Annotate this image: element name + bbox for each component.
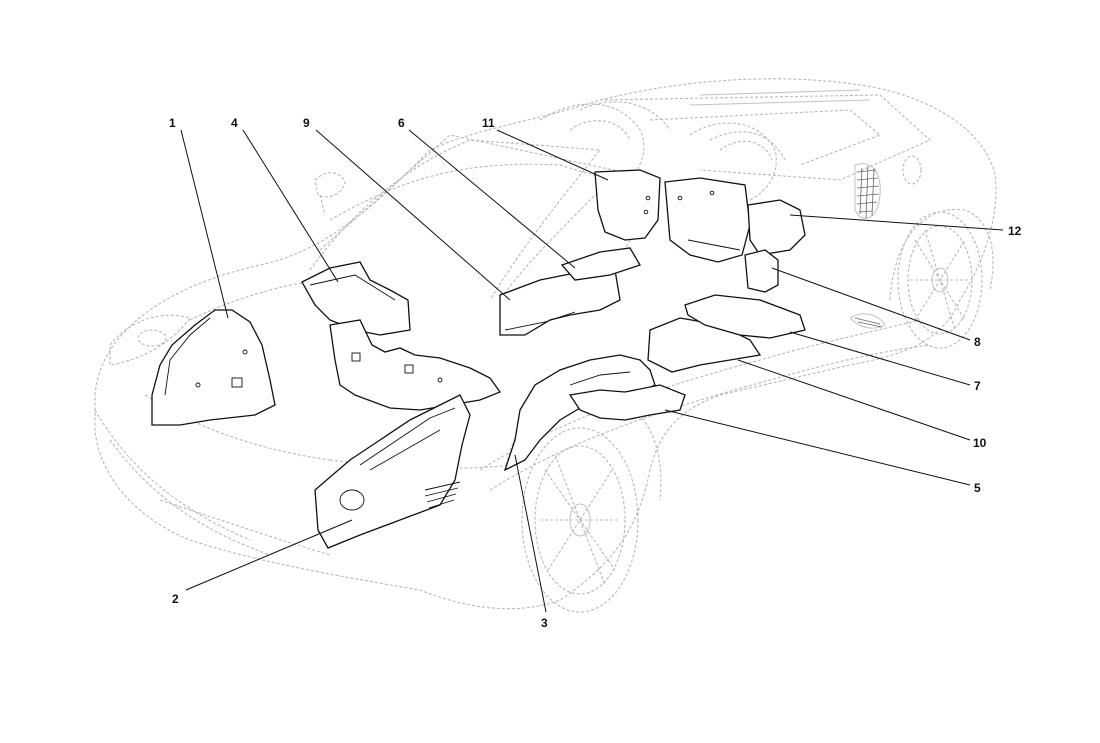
callout-12: 12 [1008,224,1022,238]
part-7-rear-floor-mat [684,294,806,339]
callout-4: 4 [231,116,238,130]
callout-2: 2 [172,592,179,606]
leader-7 [789,331,971,386]
part-11-rear-bulkhead-left [594,169,661,241]
callout-8: 8 [974,335,981,349]
car-body-outline [94,78,997,613]
callout-10: 10 [973,436,987,450]
part-5-sill-insulation [568,384,686,421]
callout-9: 9 [303,116,310,130]
part-9-floor-mat [499,269,621,336]
part-12-rear-bulkhead-right [747,199,806,256]
callout-5: 5 [974,481,981,495]
leader-3 [514,454,547,613]
callout-11: 11 [482,116,495,130]
callout-labels: 1 2 3 4 5 6 7 8 9 10 11 12 [169,116,1022,630]
leader-8 [771,267,971,341]
leader-2 [185,519,353,591]
leader-6 [408,129,576,269]
insulation-parts [151,169,806,549]
part-8-rear-bracket [744,249,779,293]
leader-4 [242,129,339,283]
leader-10 [737,359,971,441]
side-intake-grille [854,163,881,219]
part-3-wheel-arch-liner [503,354,656,472]
callout-7: 7 [974,379,981,393]
leader-9 [315,129,511,301]
part-1-front-side-panel [151,309,276,426]
part-6-seat-floor-panel [560,247,641,281]
part-rear-bulkhead-center [664,177,751,263]
callout-6: 6 [398,116,405,130]
leader-lines [180,129,1004,613]
leader-5 [664,409,971,486]
part-2-lower-front-panel [314,394,471,549]
part-firewall-panel [329,319,502,411]
leader-12 [789,214,1004,231]
leader-11 [496,129,609,181]
leader-1 [180,129,229,319]
part-4-front-bulkhead [301,261,411,336]
callout-3: 3 [541,616,548,630]
callout-1: 1 [169,116,176,130]
